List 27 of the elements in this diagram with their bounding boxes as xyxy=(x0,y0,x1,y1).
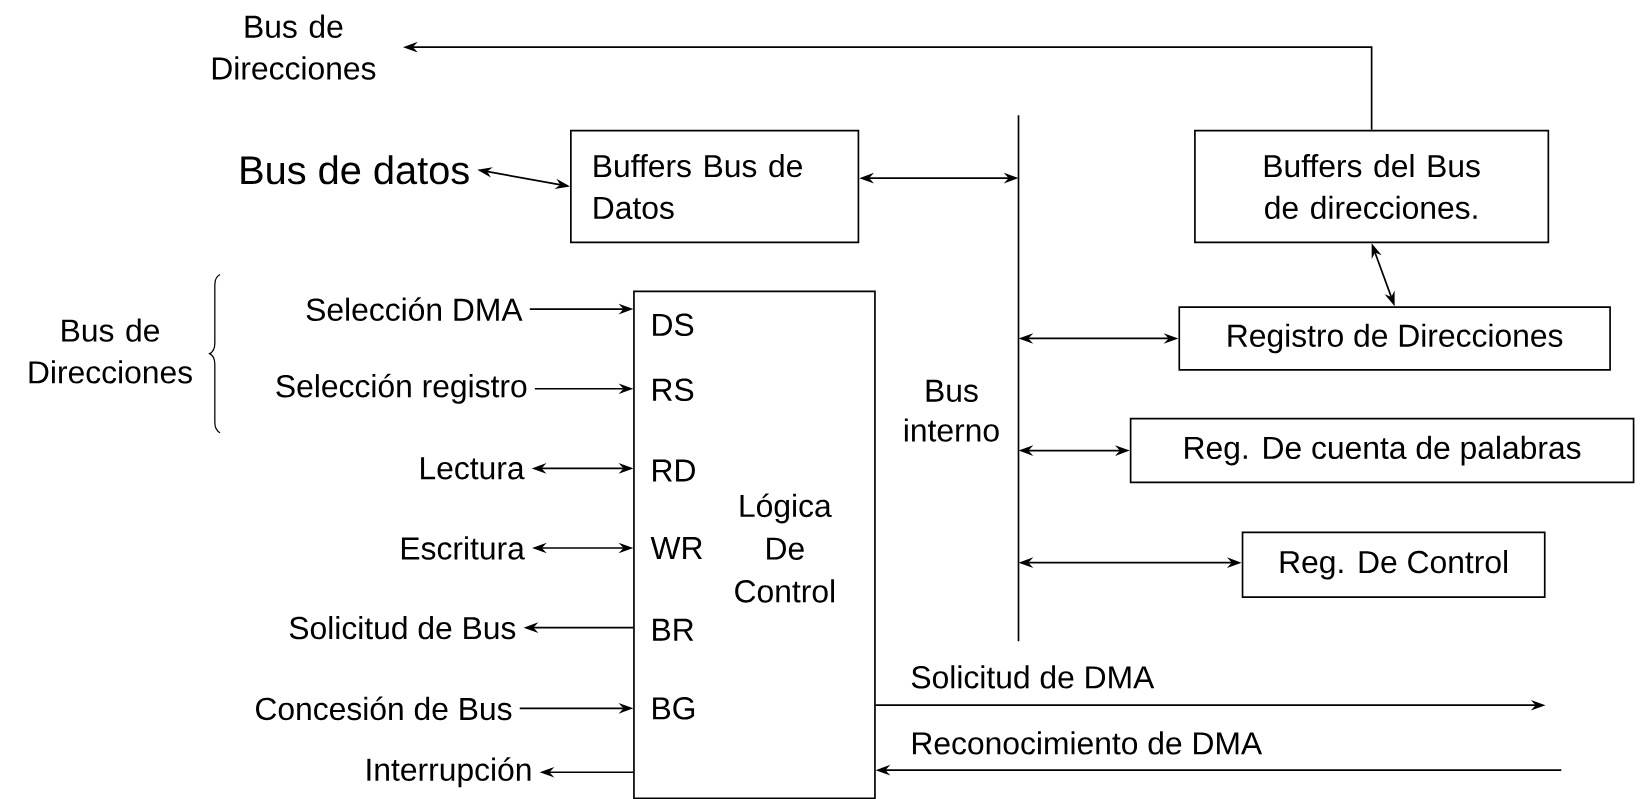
pin-label: DS xyxy=(653,313,694,336)
signal-label: Escritura xyxy=(401,536,525,560)
bus-label: Bus de Direcciones xyxy=(29,318,192,384)
bus-label: Bus de Direcciones xyxy=(212,14,376,80)
pin-label: RD xyxy=(653,459,695,482)
register-box: Reg. De cuenta de palabras xyxy=(1129,417,1635,484)
bus-label: Bus interno xyxy=(904,379,999,442)
register-box: Registro de Direcciones xyxy=(1178,306,1611,371)
bus-line xyxy=(1017,114,1020,642)
edge-label: Solicitud de DMA xyxy=(908,662,1157,691)
signal-label: Interrupción xyxy=(367,757,531,787)
box-label: Lógica De Control xyxy=(735,493,834,603)
control-logic-box xyxy=(633,290,876,799)
signal-label: Selección registro xyxy=(276,373,527,404)
edge-label: Reconocimiento de DMA xyxy=(908,728,1265,757)
bus-label: Bus de datos xyxy=(241,154,469,185)
buffer-box: Buffers Bus de Datos xyxy=(570,129,860,244)
signal-label: Concesión de Bus xyxy=(256,696,512,720)
register-box: Reg. De Control xyxy=(1241,531,1546,598)
pin-label: BG xyxy=(653,696,695,720)
pin-label: BR xyxy=(653,618,694,641)
pin-label: WR xyxy=(650,536,703,559)
signal-label: Lectura xyxy=(421,457,525,480)
pin-label: RS xyxy=(653,378,694,401)
signal-label: Solicitud de Bus xyxy=(289,615,516,640)
signal-label: Selección DMA xyxy=(306,297,523,321)
buffer-box: Buffers del Bus de direcciones. xyxy=(1194,129,1550,244)
